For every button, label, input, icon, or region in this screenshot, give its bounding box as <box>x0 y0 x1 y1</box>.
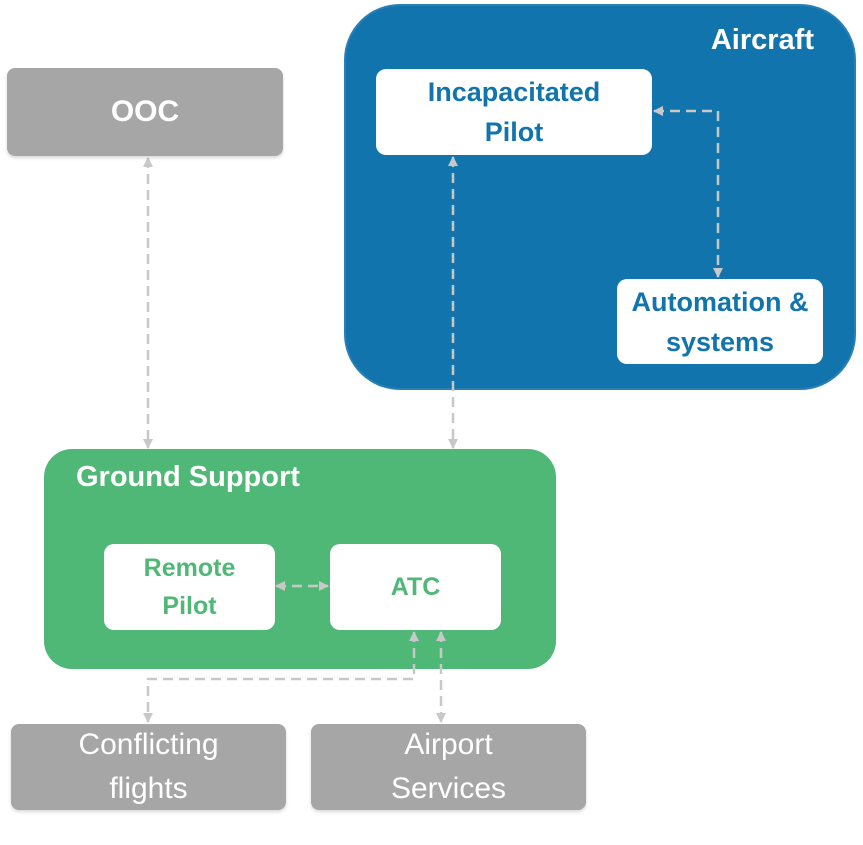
ooc-node: OOC <box>7 68 283 156</box>
atc-node: ATC <box>330 544 501 630</box>
incapacitated-pilot-label: Incapacitated Pilot <box>427 77 601 147</box>
ooc-label: OOC <box>110 95 180 128</box>
remote-pilot-label: Remote Pilot <box>143 554 236 620</box>
remote-pilot-node: Remote Pilot <box>104 544 275 630</box>
automation-systems-label: Automation & systems <box>631 286 809 357</box>
airport-services-label: Airport Services <box>390 728 507 805</box>
airport-services-node: Airport Services <box>311 724 586 810</box>
ground-support-group-title: Ground Support <box>76 461 300 493</box>
conflicting-flights-node: Conflicting flights <box>11 724 286 810</box>
atc-label: ATC <box>390 573 441 601</box>
aircraft-group: Aircraft <box>344 4 856 390</box>
aircraft-group-title: Aircraft <box>710 24 814 56</box>
automation-systems-node: Automation & systems <box>617 279 823 364</box>
incapacitated-pilot-node: Incapacitated Pilot <box>376 69 652 155</box>
conflicting-flights-label: Conflicting flights <box>78 728 219 805</box>
